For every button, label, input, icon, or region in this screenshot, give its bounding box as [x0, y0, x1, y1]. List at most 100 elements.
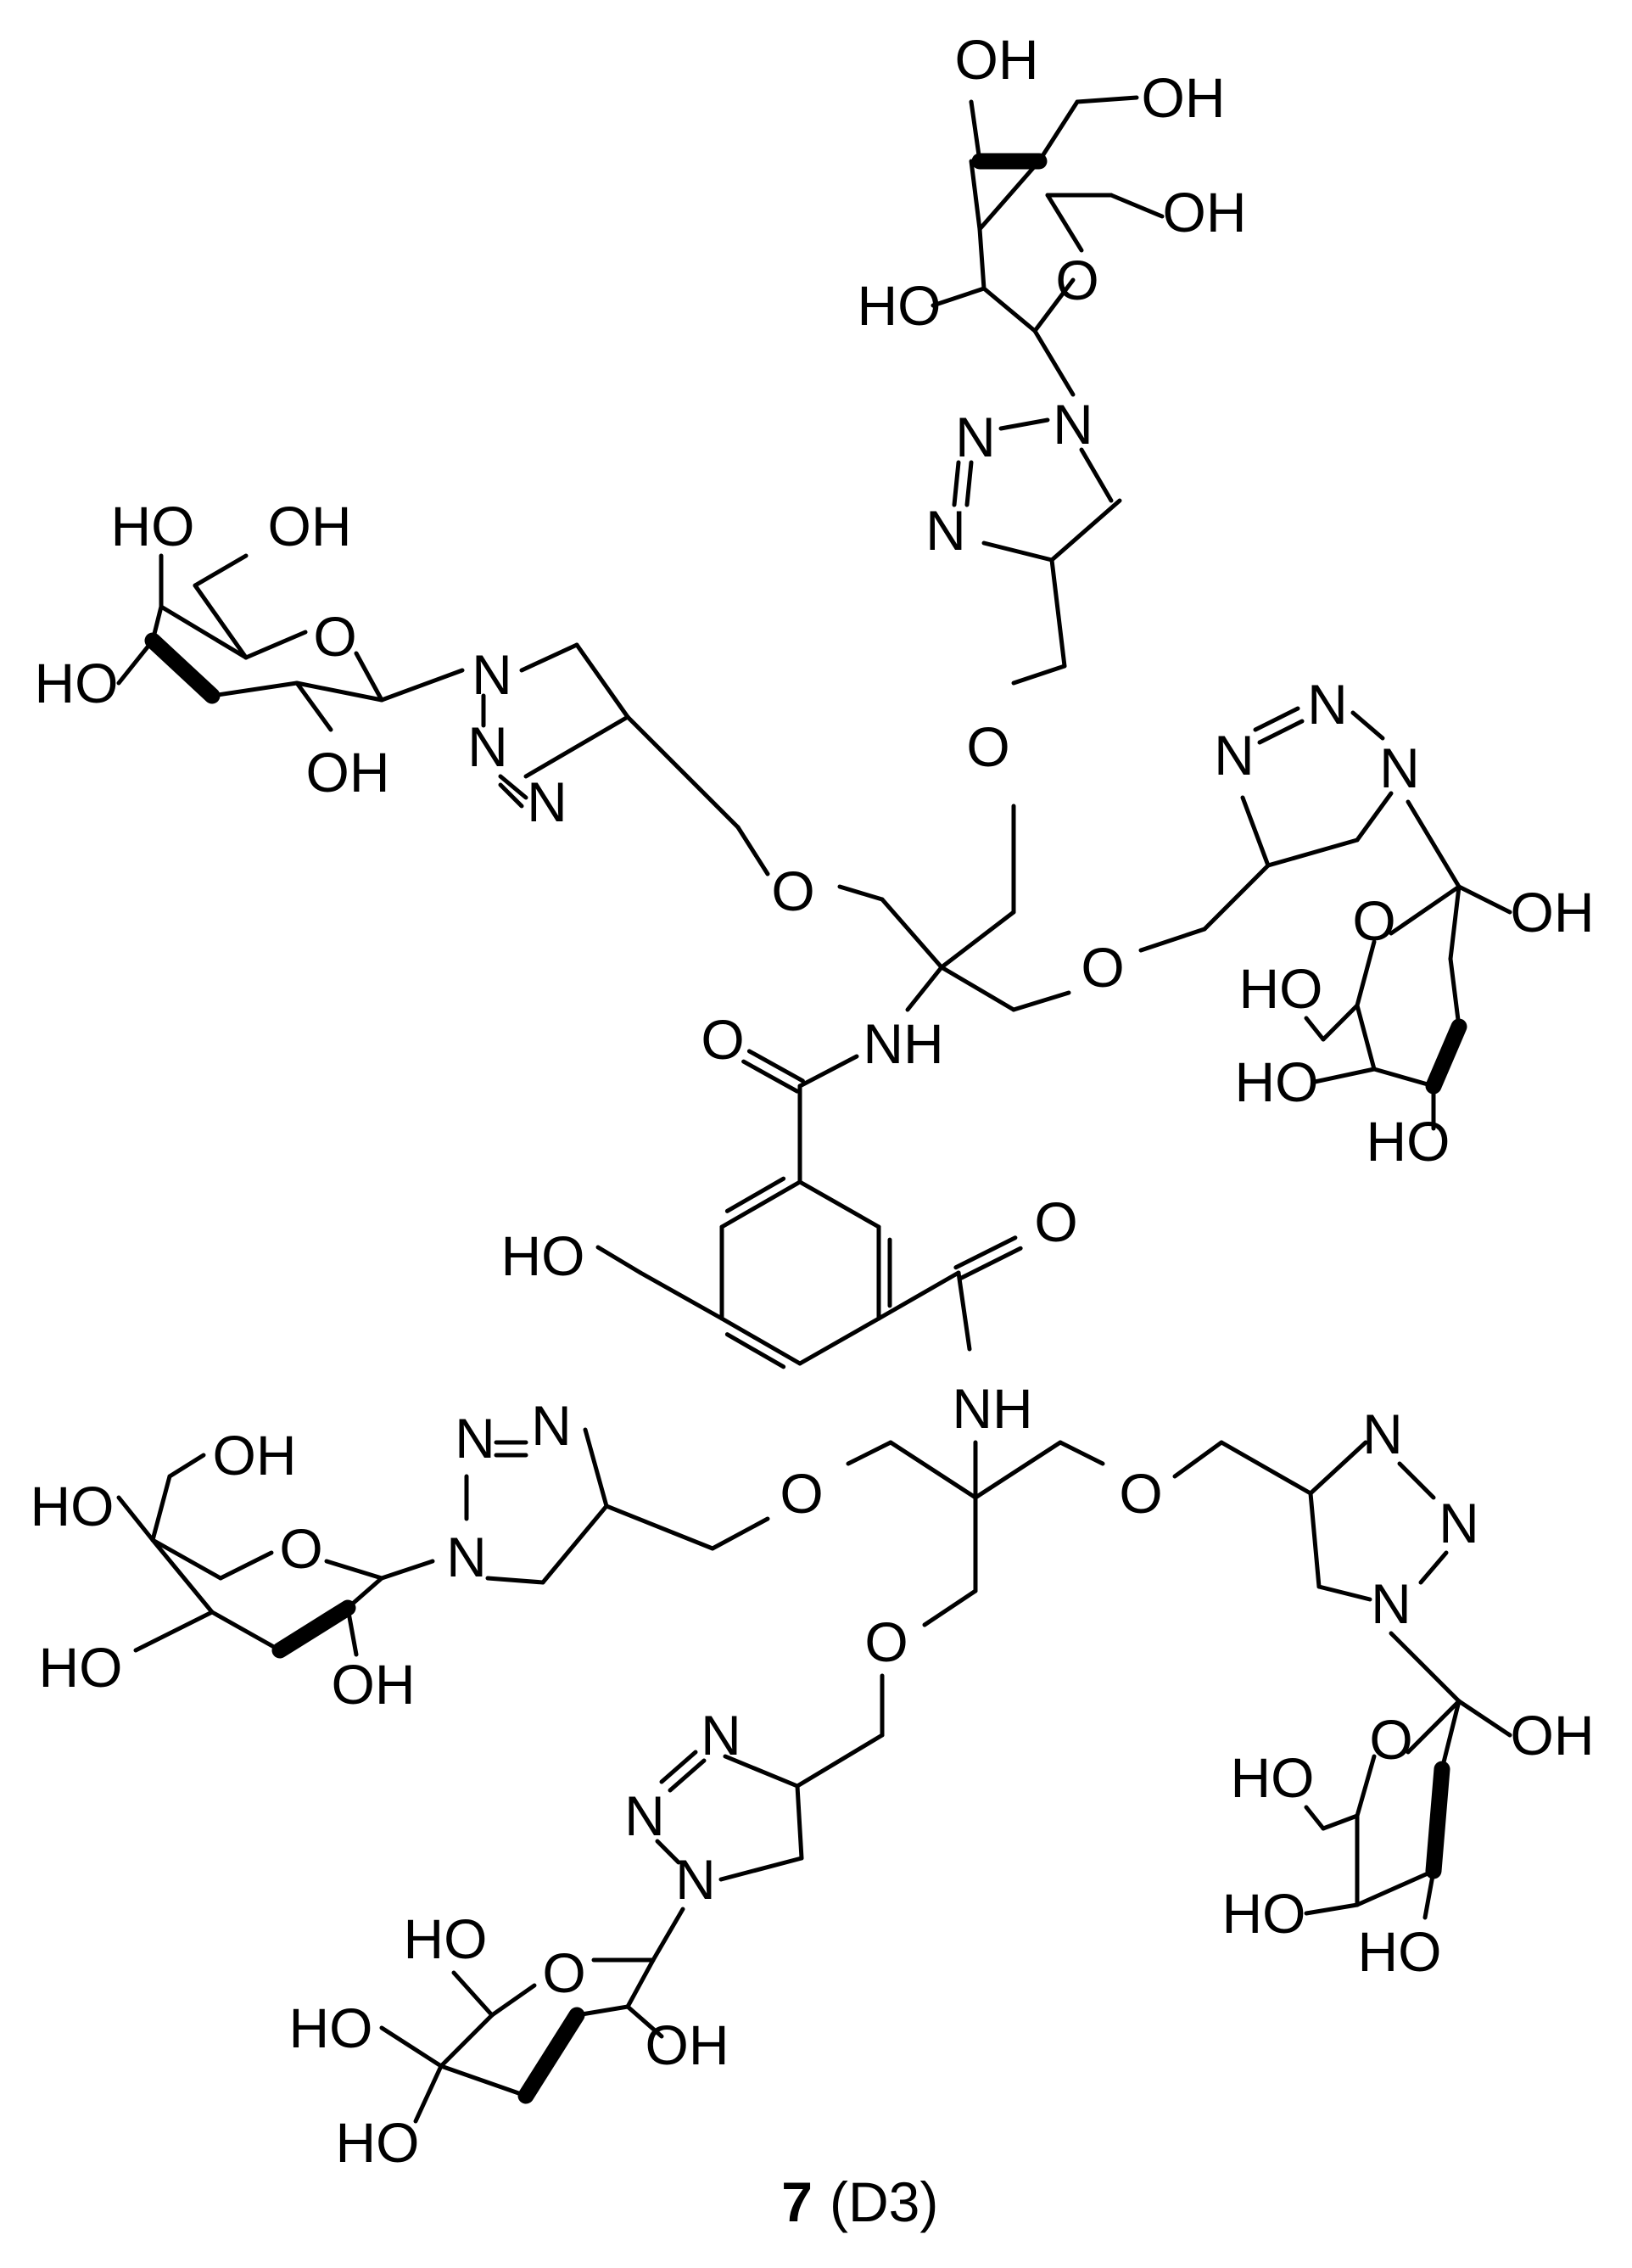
- hydroxyl: HO: [1235, 1050, 1319, 1113]
- hydroxyl: HO: [289, 1996, 373, 2059]
- single-bond: [888, 1440, 978, 1500]
- ring-oxygen: O: [542, 1941, 585, 2004]
- single-bond: [977, 159, 1042, 232]
- triazole-n1: N: [446, 1526, 487, 1588]
- single-bond: [1058, 1440, 1105, 1466]
- single-bond: [973, 1440, 1063, 1500]
- single-bond: [1448, 956, 1462, 1029]
- triazole-n1: N: [1053, 393, 1093, 456]
- ring-oxygen: O: [1352, 889, 1395, 952]
- ether-oxygen: O: [966, 715, 1009, 778]
- glycosidic-bond: [379, 668, 465, 703]
- triazole-n2: N: [455, 1407, 495, 1470]
- bold-bond: [1425, 1018, 1467, 1095]
- single-bond: [969, 159, 982, 232]
- hydroxyl: HO: [111, 495, 195, 557]
- single-bond: [1406, 1699, 1462, 1755]
- single-bond: [1372, 1067, 1436, 1089]
- triazole-n3: N: [527, 770, 567, 833]
- single-bond: [379, 2025, 444, 2069]
- triazole-n3: N: [701, 1704, 741, 1767]
- single-bond: [1109, 193, 1165, 219]
- hydroxyl: OH: [646, 2013, 729, 2076]
- single-bond: [218, 1550, 274, 1581]
- single-bond: [638, 1270, 724, 1321]
- single-bond: [939, 965, 1016, 1012]
- ether-oxygen: O: [780, 1462, 823, 1525]
- single-bond: [710, 1516, 770, 1551]
- triazole-n3: N: [531, 1394, 572, 1457]
- single-bond: [969, 99, 982, 164]
- hydroxyl: OH: [306, 741, 390, 804]
- carbonyl-double-bond: [741, 1059, 800, 1094]
- single-bond: [1138, 927, 1207, 953]
- single-bond: [956, 1270, 972, 1352]
- hydroxyl: HO: [39, 1636, 123, 1699]
- single-bond: [797, 1054, 859, 1089]
- amide-nh: NH: [863, 1012, 943, 1075]
- triazole-n1: N: [472, 643, 512, 706]
- single-bond: [294, 680, 384, 703]
- single-bond: [1240, 795, 1271, 868]
- single-bond: [523, 714, 630, 779]
- carbonyl-oxygen: O: [1034, 1190, 1077, 1253]
- triazole-n2: N: [624, 1784, 665, 1847]
- single-bond: [1172, 1440, 1224, 1479]
- single-bond: [735, 825, 770, 876]
- single-bond: [625, 1957, 656, 2009]
- hydroxyl: HO: [1231, 1746, 1315, 1809]
- single-bond: [413, 2064, 444, 2124]
- single-bond: [1418, 1550, 1449, 1585]
- single-bond: [294, 680, 333, 732]
- hydroxyl: OH: [1142, 66, 1226, 129]
- single-bond: [1032, 277, 1076, 333]
- single-bond: [150, 604, 164, 643]
- single-bond: [345, 1605, 359, 1657]
- single-bond: [133, 1610, 215, 1653]
- single-bond: [837, 884, 885, 902]
- single-bond: [1355, 1754, 1377, 1818]
- carbonyl-double-bond: [746, 1049, 805, 1084]
- single-bond: [324, 1559, 384, 1581]
- ring-oxygen: O: [1369, 1708, 1412, 1771]
- single-bond: [952, 460, 961, 507]
- ether-oxygen: O: [1119, 1462, 1162, 1525]
- bold-bond: [517, 2007, 585, 2104]
- single-bond: [880, 897, 944, 970]
- aromatic-bond: [797, 1179, 881, 1229]
- single-bond: [439, 2064, 528, 2098]
- carbonyl-double-bond: [959, 1246, 1023, 1280]
- single-bond: [1075, 95, 1139, 104]
- triazole-n1: N: [675, 1848, 716, 1911]
- hydroxymethyl-oh: HO: [501, 1224, 585, 1287]
- single-bond: [1389, 884, 1462, 936]
- bold-bond: [1425, 1761, 1450, 1879]
- single-bond: [1049, 498, 1122, 563]
- single-bond: [795, 1784, 804, 1861]
- aromatic-bond: [797, 1316, 881, 1366]
- single-bond: [668, 1758, 707, 1793]
- glycosidic-bond: [651, 1907, 685, 1963]
- triazole-n1: N: [1379, 736, 1420, 799]
- single-bond: [574, 2004, 630, 2018]
- ring-oxygen: O: [279, 1517, 322, 1580]
- single-bond: [1422, 1868, 1436, 1920]
- single-bond: [354, 651, 384, 703]
- single-bond: [439, 2013, 495, 2069]
- ether-oxygen: O: [864, 1610, 908, 1673]
- single-bond: [1456, 884, 1512, 915]
- hydroxyl: HO: [336, 2111, 420, 2174]
- single-bond: [519, 642, 579, 673]
- hydroxyl: HO: [1367, 1110, 1450, 1173]
- aromatic-bond: [724, 1176, 786, 1213]
- hydroxyl: HO: [404, 1907, 488, 1970]
- bold-bond: [271, 1599, 356, 1659]
- single-bond: [998, 417, 1050, 431]
- single-bond: [1350, 710, 1385, 741]
- single-bond: [1266, 837, 1360, 868]
- single-bond: [846, 1440, 893, 1466]
- single-bond: [1355, 1868, 1436, 1907]
- hydroxyl: HO: [35, 652, 119, 714]
